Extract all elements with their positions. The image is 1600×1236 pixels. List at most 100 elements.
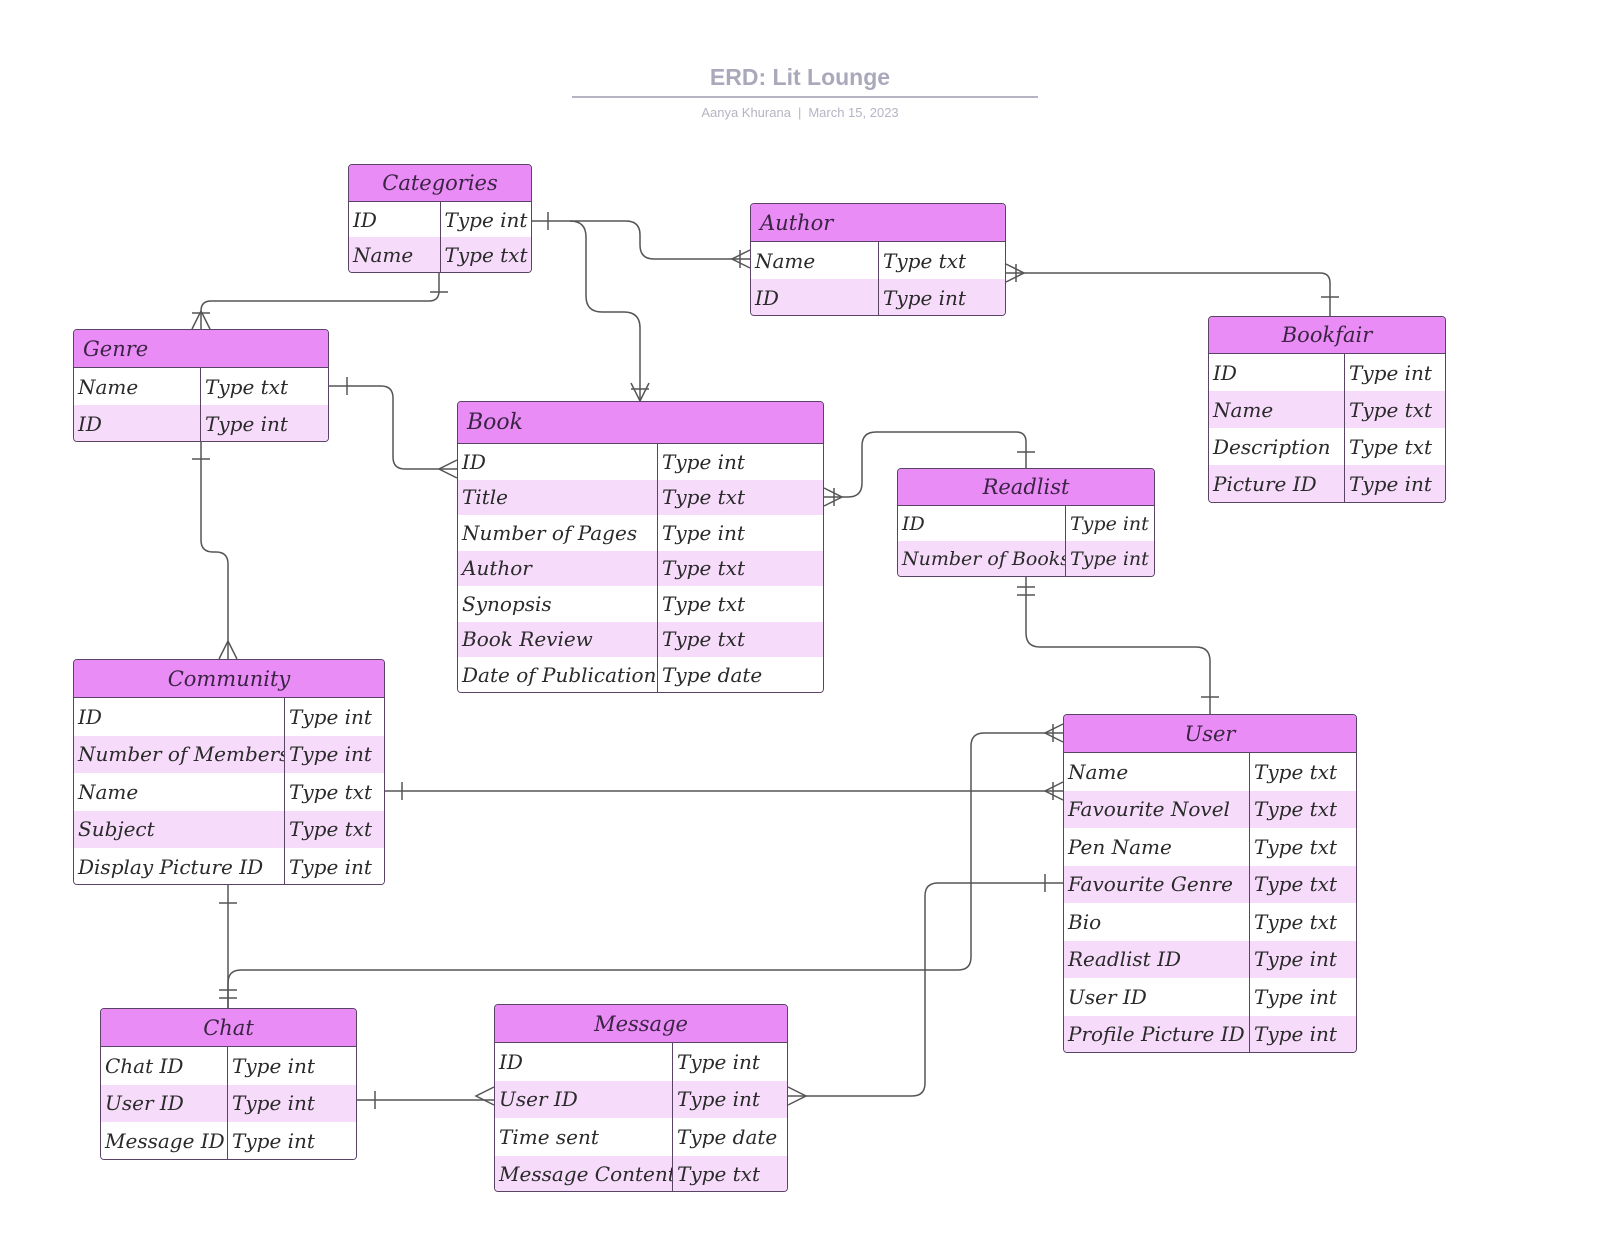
relationship-line	[1006, 272, 1331, 316]
entity-row[interactable]: User ID Type int	[1064, 978, 1356, 1016]
cardinality-marker	[1043, 723, 1064, 743]
field-name: Name	[349, 237, 441, 272]
field-type: Type txt	[444, 242, 528, 267]
cardinality-marker	[1043, 781, 1064, 801]
field-type: Type txt	[1349, 397, 1432, 422]
entity-row[interactable]: Favourite Novel Type txt	[1064, 790, 1356, 828]
field-type: Type txt	[289, 817, 372, 842]
field-name: Name	[74, 368, 201, 405]
entity-row[interactable]: ID Type int	[74, 405, 328, 441]
entity-header[interactable]: Message	[495, 1005, 787, 1043]
entity-row[interactable]: Name Type txt	[1209, 391, 1445, 428]
entity-row[interactable]: Readlist ID Type int	[1064, 940, 1356, 978]
entity-header[interactable]: Categories	[349, 165, 531, 202]
field-name: Number of Members	[74, 735, 285, 773]
entity-row[interactable]: ID Type int	[495, 1043, 787, 1081]
entity-row[interactable]: Picture ID Type int	[1209, 465, 1445, 502]
entity-user[interactable]: User Name Type txt Favourite Novel Type …	[1063, 714, 1357, 1053]
entity-community[interactable]: Community ID Type int Number of Members …	[73, 659, 385, 885]
field-name: Subject	[74, 810, 285, 848]
entity-header[interactable]: Genre	[74, 330, 328, 368]
entity-row[interactable]: Time sent Type date	[495, 1118, 787, 1156]
cardinality-marker	[823, 487, 844, 507]
entity-body: Chat ID Type int User ID Type int Messag…	[101, 1047, 356, 1159]
entity-header[interactable]: Readlist	[898, 469, 1154, 506]
relationship-line	[788, 882, 1063, 1097]
field-type: Type txt	[1254, 909, 1337, 934]
entity-row[interactable]: Synopsis Type txt	[458, 586, 823, 622]
entity-row[interactable]: Pen Name Type txt	[1064, 828, 1356, 866]
entity-row[interactable]: ID Type int	[751, 279, 1005, 315]
field-type: Type int	[232, 1053, 315, 1078]
entity-row[interactable]: Description Type txt	[1209, 428, 1445, 465]
entity-row[interactable]: Name Type txt	[349, 237, 531, 272]
entity-book[interactable]: Book ID Type int Title Type txt Number o…	[457, 401, 824, 693]
author-name: Aanya Khurana	[701, 105, 791, 120]
entity-row[interactable]: Message Content Type txt	[495, 1155, 787, 1191]
field-name: Book Review	[458, 621, 658, 657]
entity-message[interactable]: Message ID Type int User ID Type int Tim…	[494, 1004, 788, 1192]
field-name: Favourite Genre	[1064, 865, 1250, 903]
entity-row[interactable]: Title Type txt	[458, 479, 823, 515]
entity-bookfair[interactable]: Bookfair ID Type int Name Type txt Descr…	[1208, 316, 1446, 503]
entity-header[interactable]: Community	[74, 660, 384, 698]
entity-row[interactable]: Book Review Type txt	[458, 621, 823, 657]
entity-body: ID Type int Title Type txt Number of Pag…	[458, 444, 823, 692]
entity-row[interactable]: Author Type txt	[458, 550, 823, 586]
field-name: Description	[1209, 428, 1345, 465]
entity-row[interactable]: ID Type int	[458, 444, 823, 480]
field-type: Type int	[289, 854, 372, 879]
field-type: Type txt	[205, 374, 288, 399]
field-type: Type int	[1254, 947, 1337, 972]
entity-header[interactable]: Chat	[101, 1009, 356, 1047]
entity-row[interactable]: ID Type int	[74, 698, 384, 736]
relationship-line	[1025, 577, 1211, 714]
field-name: Number of Books	[898, 541, 1066, 576]
field-type: Type int	[1070, 512, 1149, 535]
cardinality-marker	[437, 459, 458, 479]
entity-row[interactable]: User ID Type int	[101, 1084, 356, 1122]
cardinality-marker	[191, 309, 211, 330]
relationship-line	[569, 220, 641, 401]
entity-row[interactable]: Name Type txt	[74, 773, 384, 811]
entity-readlist[interactable]: Readlist ID Type int Number of Books Typ…	[897, 468, 1155, 577]
entity-row[interactable]: Chat ID Type int	[101, 1047, 356, 1085]
field-type: Type int	[677, 1087, 760, 1112]
entity-categories[interactable]: Categories ID Type int Name Type txt	[348, 164, 532, 273]
entity-row[interactable]: Display Picture ID Type int	[74, 848, 384, 884]
entity-header[interactable]: User	[1064, 715, 1356, 753]
entity-row[interactable]: Name Type txt	[74, 368, 328, 405]
entity-row[interactable]: Message ID Type int	[101, 1122, 356, 1159]
entity-row[interactable]: Name Type txt	[1064, 753, 1356, 791]
entity-chat[interactable]: Chat Chat ID Type int User ID Type int M…	[100, 1008, 357, 1160]
entity-header[interactable]: Book	[458, 402, 823, 444]
field-type: Type int	[289, 742, 372, 767]
entity-row[interactable]: Number of Pages Type int	[458, 515, 823, 551]
entity-row[interactable]: Date of Publication Type date	[458, 657, 823, 692]
entity-row[interactable]: Subject Type txt	[74, 810, 384, 848]
field-name: Profile Picture ID	[1064, 1015, 1250, 1052]
entity-row[interactable]: Favourite Genre Type txt	[1064, 865, 1356, 903]
entity-row[interactable]: ID Type int	[1209, 354, 1445, 391]
field-type: Type int	[1254, 1022, 1337, 1047]
field-name: Bio	[1064, 903, 1250, 941]
entity-genre[interactable]: Genre Name Type txt ID Type int	[73, 329, 329, 442]
entity-row[interactable]: Number of Books Type int	[898, 541, 1154, 576]
entity-row[interactable]: ID Type int	[898, 506, 1154, 541]
field-name: User ID	[101, 1084, 228, 1122]
entity-row[interactable]: ID Type int	[349, 202, 531, 237]
entity-row[interactable]: Profile Picture ID Type int	[1064, 1015, 1356, 1052]
entity-body: ID Type int Name Type txt	[349, 202, 531, 272]
entity-row[interactable]: Bio Type txt	[1064, 903, 1356, 941]
entity-header[interactable]: Bookfair	[1209, 317, 1445, 354]
entity-body: ID Type int Number of Books Type int	[898, 506, 1154, 576]
entity-row[interactable]: Name Type txt	[751, 242, 1005, 279]
entity-header[interactable]: Author	[751, 204, 1005, 242]
entity-row[interactable]: User ID Type int	[495, 1080, 787, 1118]
entity-row[interactable]: Number of Members Type int	[74, 735, 384, 773]
cardinality-marker	[1005, 263, 1026, 283]
entity-author[interactable]: Author Name Type txt ID Type int	[750, 203, 1006, 316]
field-type: Type int	[1254, 984, 1337, 1009]
field-type: Type txt	[1349, 434, 1432, 459]
entity-body: ID Type int User ID Type int Time sent T…	[495, 1043, 787, 1191]
